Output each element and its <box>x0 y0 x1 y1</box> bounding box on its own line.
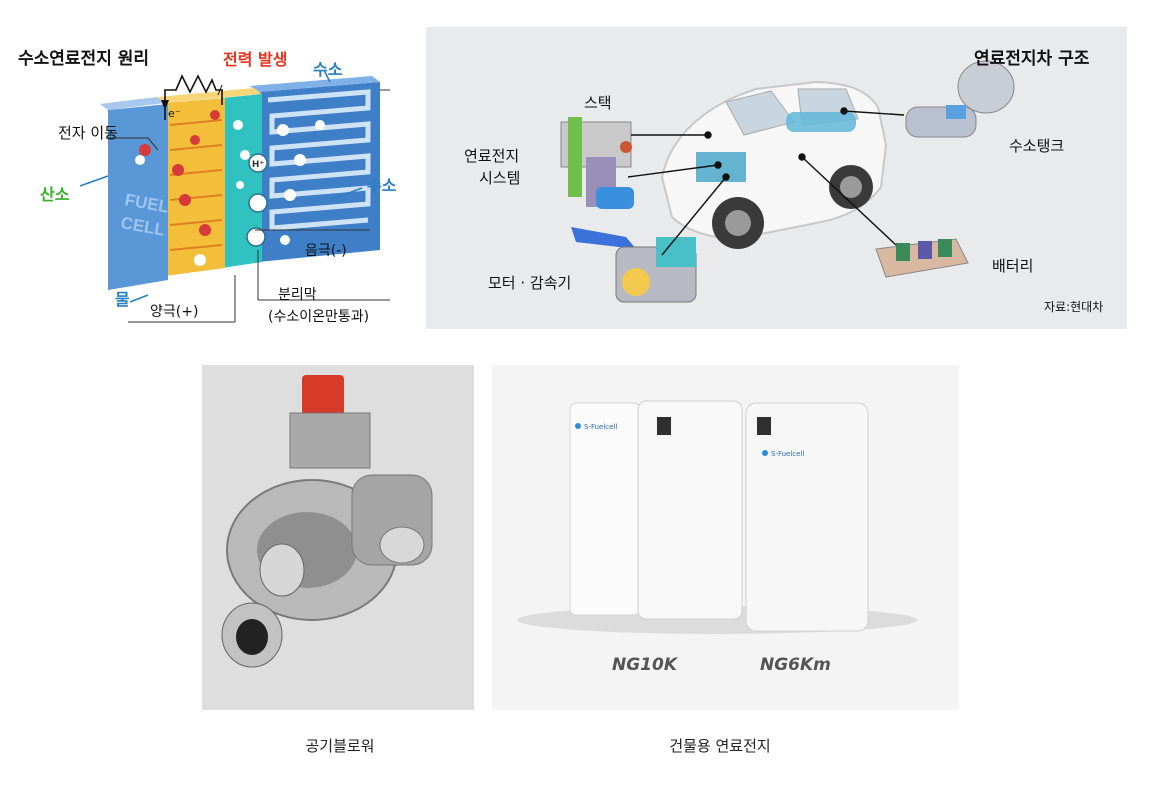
membrane-layer <box>222 94 262 268</box>
hydrogen-tank-label: 수소탱크 <box>1009 137 1065 155</box>
air-blower-illustration <box>202 365 474 710</box>
battery-module <box>875 238 969 278</box>
stack-label: 스택 <box>584 94 612 112</box>
system-label-line1: 연료전지 <box>464 147 520 165</box>
fuel-cell-illustration: FUEL CELL H⁺ e⁻ <box>79 69 390 323</box>
system-label-line2: 시스템 <box>479 169 521 187</box>
blower-caption: 공기블로워 <box>305 737 375 755</box>
fuel-cell-plate <box>108 104 168 290</box>
source-label: 자료:현대차 <box>1044 300 1104 314</box>
vehicle-illustration <box>560 60 1015 303</box>
air-blower-photo <box>202 365 474 710</box>
ng10k-right-cabinet <box>637 400 743 620</box>
hydrogen-top-label: 수소 <box>313 60 343 79</box>
model-ng6km-label: NG6Km <box>760 655 831 675</box>
motor-module <box>571 227 697 303</box>
fuel-cell-vehicle-diagram: 연료전지차 구조 스택 연료전지 시스템 수소탱크 배터리 모터 · 감속기 자… <box>426 27 1127 329</box>
principle-title: 수소연료전지 원리 <box>18 49 150 69</box>
battery-label: 배터리 <box>992 257 1034 275</box>
brand-logo-ng10k: S-Fuelcell <box>584 423 617 431</box>
fuel-cell-principle-diagram: FUEL CELL H⁺ e⁻ <box>0 0 420 330</box>
oxygen-label: 산소 <box>40 185 70 204</box>
building-caption: 건물용 연료전지 <box>669 737 771 755</box>
external-circuit <box>164 74 223 120</box>
anode-label: 양극(+) <box>150 304 199 320</box>
ng6km-cabinet <box>745 402 869 632</box>
water-label: 물 <box>115 290 130 309</box>
electron-label: e⁻ <box>168 107 181 120</box>
membrane-sub-label: (수소이온만통과) <box>268 309 370 325</box>
building-fuel-cell-photo: S-Fuelcell S-Fuelcell NG10K NG6Km <box>492 365 959 710</box>
ng10k-left-cabinet <box>569 402 641 616</box>
power-label: 전력 발생 <box>223 50 288 69</box>
hydrogen-tank-module <box>905 60 1015 138</box>
cathode-label: 음극(-) <box>305 243 347 259</box>
motor-label: 모터 · 감속기 <box>488 274 572 292</box>
brand-logo-ng6km: S-Fuelcell <box>771 450 804 458</box>
proton-label: H⁺ <box>252 160 265 170</box>
blower-connector <box>302 375 344 415</box>
electron-move-label: 전자 이동 <box>58 124 118 142</box>
membrane-label: 분리막 <box>278 287 317 303</box>
stack-module <box>560 117 634 209</box>
molecule-dots <box>135 110 325 266</box>
building-fuel-cell-illustration: S-Fuelcell S-Fuelcell <box>517 400 917 634</box>
model-ng10k-label: NG10K <box>612 655 678 675</box>
vehicle-title: 연료전지차 구조 <box>974 49 1090 69</box>
hydrogen-right-label: 수소 <box>367 176 397 195</box>
